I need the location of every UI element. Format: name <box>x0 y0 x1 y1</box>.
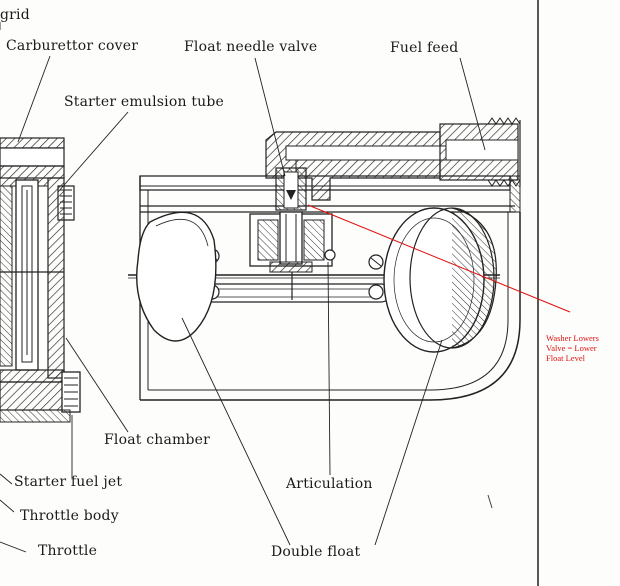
needle-valve-assembly <box>199 167 391 303</box>
fuel-feed-inlet <box>265 117 521 201</box>
label-fuel-feed: Fuel feed <box>390 40 459 56</box>
label-starter-emulsion-tube: Starter emulsion tube <box>64 94 225 110</box>
label-starter-fuel-jet: Starter fuel jet <box>14 474 123 490</box>
red-annotation: Washer Lowers Valve = Lower Float Level <box>546 333 599 363</box>
label-float-needle-valve: Float needle valve <box>184 39 318 55</box>
float-left <box>136 211 217 342</box>
stray-mark <box>487 494 493 509</box>
label-articulation: Articulation <box>286 476 373 492</box>
annotation-line-3: Float Level <box>546 353 585 363</box>
label-throttle: Throttle <box>38 543 98 559</box>
label-double-float: Double float <box>271 544 361 560</box>
label-carburettor-cover: Carburettor cover <box>6 38 139 54</box>
label-grid: grid <box>0 7 30 23</box>
label-throttle-body: Throttle body <box>20 508 119 524</box>
carburettor-body-left <box>0 137 81 423</box>
leader-lines <box>0 22 486 553</box>
float-right <box>383 207 497 353</box>
articulation-pin <box>324 249 336 261</box>
annotation-line-1: Washer Lowers <box>546 333 599 343</box>
annotation-pointer-line <box>307 204 571 313</box>
label-float-chamber: Float chamber <box>104 432 211 448</box>
annotation-line-2: Valve = Lower <box>546 343 597 353</box>
